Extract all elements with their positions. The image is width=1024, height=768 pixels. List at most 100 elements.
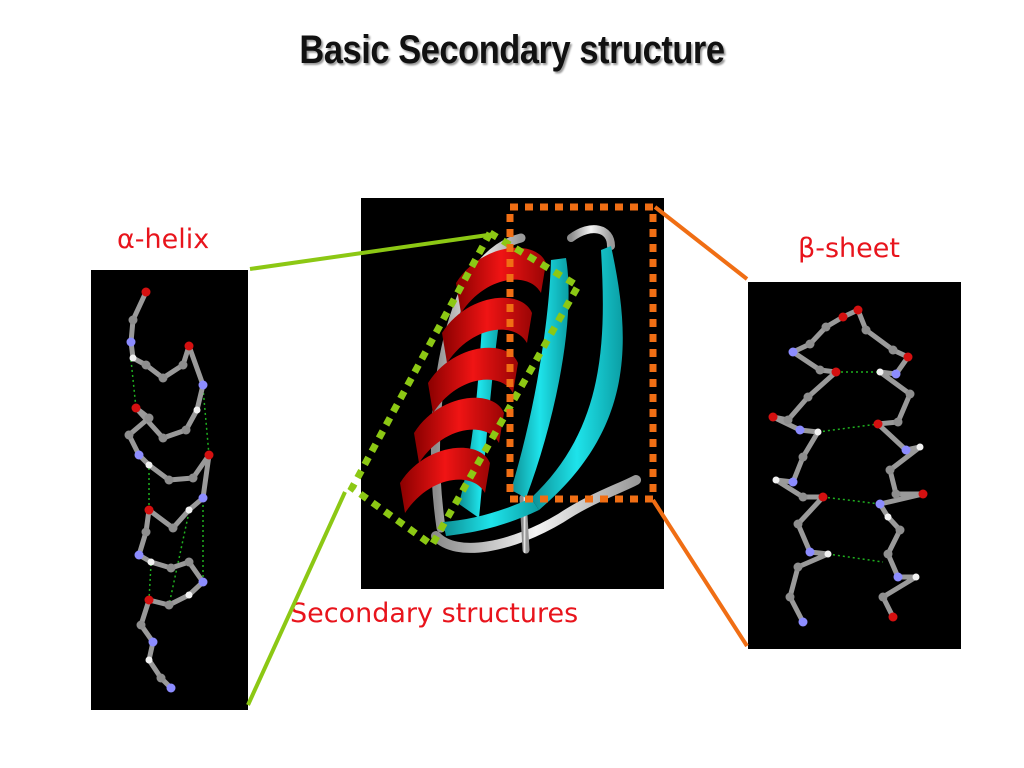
sheet-bond xyxy=(795,551,831,570)
helix-atom-h xyxy=(145,461,153,469)
sheet-atom-o xyxy=(838,312,848,322)
sheet-atom-c xyxy=(798,452,808,462)
helix-atom-c xyxy=(184,557,194,567)
sheet-bond xyxy=(875,421,909,453)
helix-atom-c xyxy=(156,673,166,683)
helix-atom-n xyxy=(134,450,144,460)
helix-atom-o xyxy=(204,450,214,460)
secondary-structures-label: Secondary structures xyxy=(290,598,579,629)
sheet-atom-c xyxy=(803,392,813,402)
sheet-atom-c xyxy=(798,492,808,502)
helix-atom-h xyxy=(193,406,201,414)
sheet-atom-c xyxy=(905,389,915,399)
helix-atom-h xyxy=(147,558,155,566)
sheet-atom-n xyxy=(893,572,903,582)
sheet-atom-c xyxy=(821,322,831,332)
sheet-atom-c xyxy=(783,415,793,425)
helix-atom-c xyxy=(188,473,198,483)
helix-atom-c xyxy=(158,373,168,383)
sheet-atom-h xyxy=(884,513,892,521)
helix-atom-c xyxy=(164,600,174,610)
sheet-bond xyxy=(795,521,813,555)
sheet-bond xyxy=(787,564,801,600)
helix-atom-c xyxy=(141,360,151,370)
helix-atom-c xyxy=(144,413,154,423)
helix-atom-c xyxy=(178,360,188,370)
helix-atom-n xyxy=(166,683,176,693)
sheet-connector-top xyxy=(653,205,749,281)
sheet-atoms xyxy=(768,305,928,627)
sheet-atom-n xyxy=(875,499,885,509)
helix-hydrogen-bonds xyxy=(130,359,210,606)
sheet-hbond xyxy=(817,423,879,433)
sheet-connector-bottom xyxy=(651,498,749,648)
helix-atoms xyxy=(124,287,214,693)
sheet-atom-o xyxy=(873,419,883,429)
sheet-atom-o xyxy=(853,305,863,315)
helix-atom-n xyxy=(126,337,136,347)
sheet-atom-c xyxy=(815,365,825,375)
helix-hbond xyxy=(168,511,190,606)
sheet-hbond xyxy=(827,553,884,563)
sheet-atom-c xyxy=(888,345,898,355)
helix-atom-o xyxy=(144,505,154,515)
slide-title: Basic Secondary structure xyxy=(299,28,725,72)
sheet-atom-c xyxy=(891,489,901,499)
sheet-bond xyxy=(877,491,926,507)
sheet-bond xyxy=(785,394,811,423)
sheet-bond xyxy=(863,327,896,353)
sheet-atom-o xyxy=(831,367,841,377)
sheet-atom-n xyxy=(891,369,901,379)
sheet-atom-c xyxy=(805,339,815,349)
sheet-atom-o xyxy=(888,612,898,622)
helix-bond xyxy=(130,289,149,323)
sheet-bond xyxy=(800,429,821,460)
protein-ribbon-panel xyxy=(361,198,664,589)
sheet-atom-c xyxy=(793,519,803,529)
sheet-atom-n xyxy=(795,425,805,435)
helix-hbond xyxy=(130,359,137,409)
helix-atom-c xyxy=(158,433,168,443)
sheet-hbond xyxy=(822,496,881,505)
sheet-atom-o xyxy=(768,412,778,422)
sheet-atom-c xyxy=(861,325,871,335)
sheet-atom-h xyxy=(772,476,780,484)
sheet-bond xyxy=(773,477,806,500)
helix-atom-n xyxy=(134,550,144,560)
helix-atom-c xyxy=(168,523,178,533)
sheet-atom-h xyxy=(916,443,924,451)
beta-sheet-panel xyxy=(748,282,961,649)
sheet-bond xyxy=(877,369,913,397)
sheet-bond xyxy=(805,369,839,400)
sheet-atom-o xyxy=(903,352,913,362)
helix-atom-h xyxy=(145,656,153,664)
helix-bond xyxy=(146,507,176,531)
helix-atom-h xyxy=(185,591,193,599)
helix-atom-c xyxy=(128,315,138,325)
helix-atom-c xyxy=(136,620,146,630)
helix-atom-n xyxy=(198,577,208,587)
sheet-bond xyxy=(787,594,806,625)
helix-atom-c xyxy=(164,475,174,485)
beta-sheet-stick-model-icon xyxy=(768,305,928,627)
helix-bond xyxy=(200,452,212,501)
sheet-bond xyxy=(790,349,823,373)
alpha-helix-stick-model-icon xyxy=(124,287,214,693)
sheet-atom-c xyxy=(895,525,905,535)
sheet-atom-h xyxy=(876,368,884,376)
sheet-atom-c xyxy=(785,592,795,602)
sheet-bond xyxy=(795,494,826,527)
sheet-bond xyxy=(880,574,919,600)
helix-atom-c xyxy=(181,425,191,435)
sheet-atom-o xyxy=(818,492,828,502)
beta-sheet-label: β-sheet xyxy=(798,233,900,264)
helix-atom-c xyxy=(141,527,151,537)
alpha-helix-panel xyxy=(91,270,248,710)
sheet-atom-h xyxy=(824,550,832,558)
helix-hbond xyxy=(148,563,152,601)
sheet-atom-h xyxy=(912,573,920,581)
sheet-atom-o xyxy=(918,489,928,499)
helix-hbond xyxy=(202,387,210,456)
helix-atom-n xyxy=(148,637,158,647)
sheet-bond xyxy=(895,391,913,425)
